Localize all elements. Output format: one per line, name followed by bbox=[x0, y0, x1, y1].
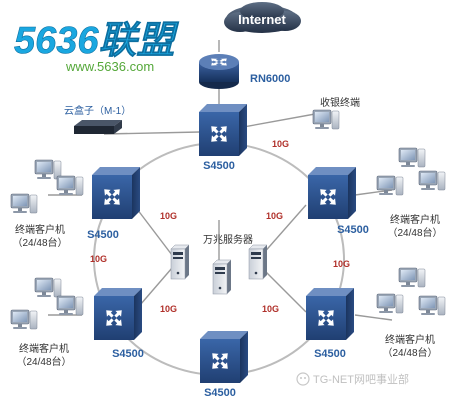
client-group-upper-left-name: 终端客户机 bbox=[15, 223, 65, 236]
client-pc bbox=[398, 147, 426, 168]
client-pc bbox=[10, 193, 38, 214]
watermark-text: TG-NET网吧事业部 bbox=[313, 372, 409, 386]
client-pc bbox=[418, 170, 446, 191]
client-group-lower-left-name: 终端客户机 bbox=[19, 342, 69, 355]
switch-bottom-label: S4500 bbox=[204, 387, 236, 399]
link-label-upper-left-in: 10G bbox=[160, 211, 177, 221]
cloud-box-device bbox=[74, 120, 122, 134]
core-router bbox=[199, 54, 239, 89]
switch-bottom bbox=[200, 331, 248, 383]
client-group-upper-left bbox=[10, 159, 84, 214]
cloud-box-label: 云盒子（M-1） bbox=[64, 104, 131, 117]
switch-lower-right bbox=[306, 288, 354, 340]
link-label-lower-left-in: 10G bbox=[160, 304, 177, 314]
switch-upper-right-label: S4500 bbox=[337, 224, 369, 236]
link-label-right-side: 10G bbox=[333, 259, 350, 269]
core-router-label: RN6000 bbox=[250, 73, 290, 85]
client-pc bbox=[418, 295, 446, 316]
server-right bbox=[248, 244, 268, 280]
switch-top bbox=[199, 104, 247, 156]
link-label-lower-right-in: 10G bbox=[262, 304, 279, 314]
watermark: TG-NET网吧事业部 bbox=[296, 372, 409, 386]
switch-lower-left-label: S4500 bbox=[112, 348, 144, 360]
switch-upper-left-label: S4500 bbox=[87, 229, 119, 241]
client-group-upper-left-count: （24/48台） bbox=[12, 236, 67, 249]
client-group-upper-right-count: （24/48台） bbox=[387, 226, 442, 239]
server-group-label: 万兆服务器 bbox=[203, 233, 253, 246]
switch-lower-left bbox=[94, 288, 142, 340]
cashier-terminal-label: 收银终端 bbox=[320, 96, 360, 109]
switch-top-label: S4500 bbox=[203, 160, 235, 172]
switch-lower-right-label: S4500 bbox=[314, 348, 346, 360]
client-pc bbox=[10, 309, 38, 330]
client-pc bbox=[34, 159, 62, 180]
link-label-upper-right-in: 10G bbox=[266, 211, 283, 221]
client-group-lower-right-name: 终端客户机 bbox=[385, 333, 435, 346]
client-group-lower-left bbox=[10, 277, 84, 330]
client-group-upper-right bbox=[376, 147, 446, 196]
server-center bbox=[212, 259, 232, 295]
server-left bbox=[170, 244, 190, 280]
client-group-upper-right-name: 终端客户机 bbox=[390, 213, 440, 226]
link-label-top-right: 10G bbox=[272, 139, 289, 149]
switch-upper-right bbox=[308, 167, 356, 219]
wechat-icon bbox=[296, 372, 310, 386]
client-pc bbox=[398, 267, 426, 288]
logo-url: www.5636.com bbox=[65, 59, 154, 74]
client-pc bbox=[56, 175, 84, 196]
internet-cloud: Internet bbox=[224, 2, 301, 33]
client-pc bbox=[56, 295, 84, 316]
logo: 5636联盟 www.5636.com bbox=[14, 20, 180, 74]
link-labels: 10G 10G 10G 10G 10G 10G 10G bbox=[90, 139, 350, 314]
client-pc bbox=[376, 293, 404, 314]
internet-label: Internet bbox=[238, 12, 286, 27]
cashier-terminal bbox=[312, 109, 340, 130]
switch-upper-left bbox=[92, 167, 140, 219]
link-label-left-side: 10G bbox=[90, 254, 107, 264]
client-group-lower-left-count: （24/48台） bbox=[16, 355, 71, 368]
client-pc bbox=[34, 277, 62, 298]
client-group-lower-right-count: （24/48台） bbox=[382, 346, 437, 359]
client-group-lower-right bbox=[376, 267, 446, 316]
logo-brand: 5636联盟 bbox=[14, 20, 180, 62]
